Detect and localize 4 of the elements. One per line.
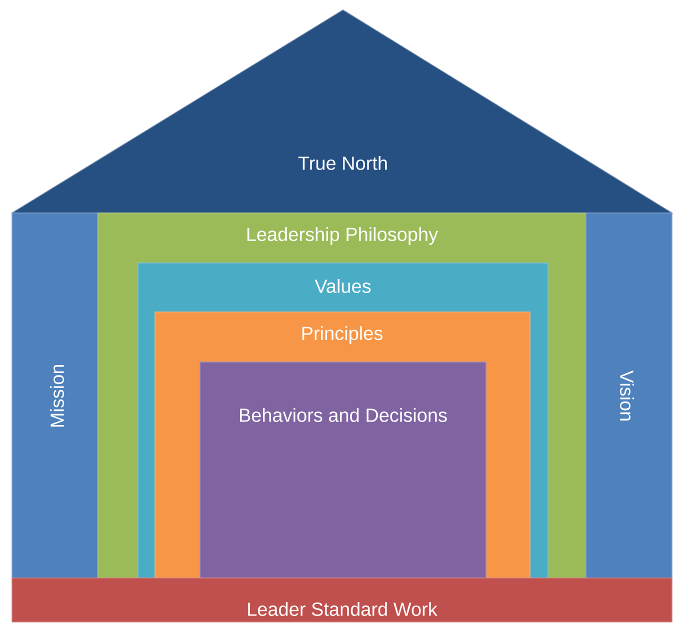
pillar: Vision [586, 212, 672, 580]
core-box: Behaviors and Decisions [200, 362, 486, 578]
pillar: Mission [12, 212, 98, 580]
foundation-bar: Leader Standard Work [12, 578, 672, 622]
